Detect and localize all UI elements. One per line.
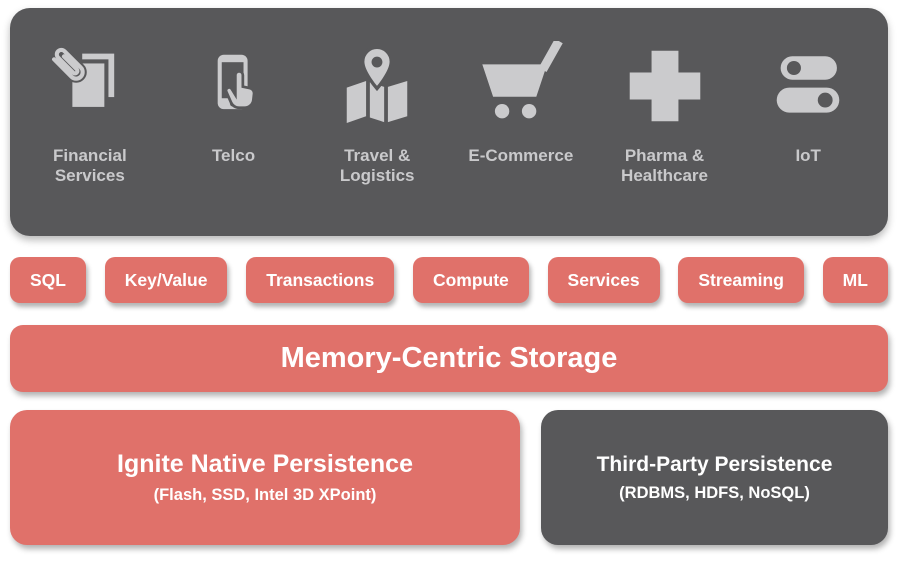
ignite-native-persistence-box: Ignite Native Persistence (Flash, SSD, I… [10,410,520,545]
pill-streaming: Streaming [678,257,804,303]
industries-panel: Financial Services Telco [10,8,888,236]
industry-label: Financial Services [52,146,127,186]
industry-financial-services: Financial Services [18,38,162,186]
industry-pharma-healthcare: Pharma & Healthcare [593,38,737,186]
medical-cross-icon [623,38,707,134]
toggle-switches-icon [765,38,851,134]
pill-key-value: Key/Value [104,257,228,303]
third-party-persistence-title: Third-Party Persistence [596,452,833,476]
api-pills-row: SQL Key/Value Transactions Compute Servi… [10,257,888,303]
paperclip-documents-icon [49,38,131,134]
industry-label: Pharma & Healthcare [621,146,708,186]
pill-ml: ML [822,257,888,303]
pill-transactions: Transactions [246,257,395,303]
phone-touch-icon [200,38,268,134]
industry-label: Telco [211,146,256,165]
pill-services: Services [547,257,660,303]
map-pin-icon [335,38,419,134]
third-party-persistence-subtitle: (RDBMS, HDFS, NoSQL) [619,483,810,502]
industry-label: Travel & Logistics [339,146,415,186]
native-persistence-subtitle: (Flash, SSD, Intel 3D XPoint) [153,486,377,504]
industry-ecommerce: E-Commerce [449,38,593,166]
industry-iot: IoT [736,38,880,166]
industry-label: E-Commerce [468,146,574,165]
third-party-persistence-box: Third-Party Persistence (RDBMS, HDFS, No… [541,410,888,545]
industry-telco: Telco [162,38,306,166]
pill-compute: Compute [412,257,529,303]
industry-label: IoT [795,146,821,165]
native-persistence-title: Ignite Native Persistence [117,450,413,478]
industry-travel-logistics: Travel & Logistics [305,38,449,186]
memory-centric-storage-bar: Memory-Centric Storage [10,325,888,392]
shopping-cart-icon [471,38,571,134]
pill-sql: SQL [10,257,86,303]
storage-bar-label: Memory-Centric Storage [280,342,618,374]
